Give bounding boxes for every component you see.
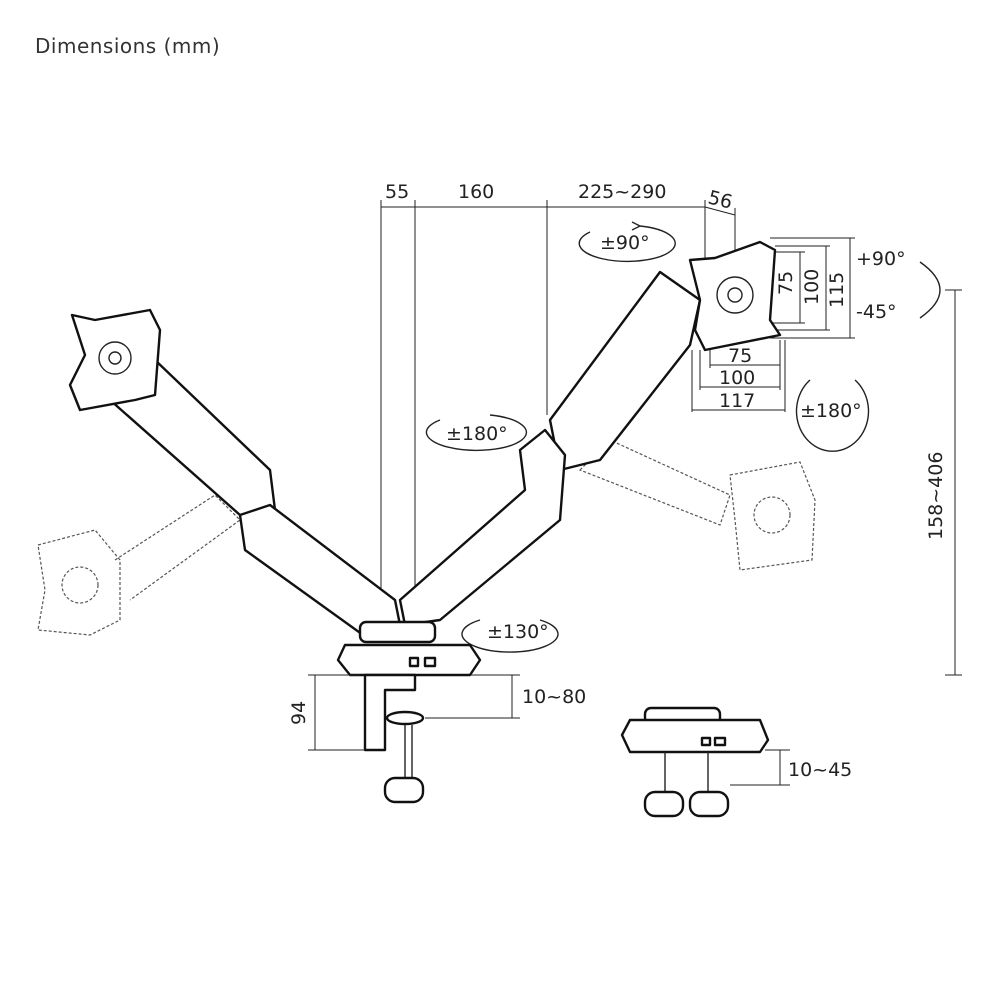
- ghost-monitor-left: [37, 494, 241, 636]
- clamp-range: 10~80: [522, 686, 586, 708]
- dim-225-290: 225~290: [578, 181, 666, 203]
- rotation-indicator-base: ±130°: [461, 619, 559, 653]
- clamp-dimensions: [308, 674, 790, 786]
- vesa-dimensions: [691, 237, 855, 412]
- rotation-indicator-arm: ±180°: [425, 414, 528, 452]
- dim-160: 160: [458, 181, 494, 203]
- dim-56: 56: [706, 187, 735, 214]
- label-tilt-up: +90°: [856, 248, 906, 270]
- vesa-h100: 100: [719, 367, 755, 389]
- label-arm-swivel: ±180°: [446, 423, 508, 445]
- diagram-title: Dimensions (mm): [35, 34, 221, 58]
- ghost-monitor-right: [578, 439, 816, 571]
- base-height: 94: [288, 701, 310, 725]
- label-top-swivel: ±90°: [600, 232, 650, 254]
- vesa-h75: 75: [728, 345, 752, 367]
- tilt-indicator: +90° -45°: [856, 248, 941, 323]
- vesa-v115: 115: [826, 272, 848, 308]
- top-dimension-lines: [380, 200, 736, 595]
- dim-55: 55: [385, 181, 409, 203]
- label-base-swivel: ±130°: [487, 621, 549, 643]
- rotation-indicator-top: ±90°: [578, 221, 676, 263]
- right-arm: [398, 240, 782, 627]
- label-tilt-down: -45°: [856, 301, 897, 323]
- vesa-v100: 100: [801, 269, 823, 305]
- height-range: 158~406: [925, 452, 947, 540]
- base-clamp: [336, 620, 482, 804]
- vesa-h117: 117: [719, 390, 755, 412]
- left-arm: [68, 308, 402, 642]
- label-plate-rotate: ±180°: [800, 400, 862, 422]
- height-dimension: [945, 289, 962, 676]
- vesa-v75: 75: [775, 271, 797, 295]
- grommet-range: 10~45: [788, 759, 852, 781]
- rotation-indicator-plate: ±180°: [795, 379, 870, 452]
- base-grommet: [620, 706, 770, 818]
